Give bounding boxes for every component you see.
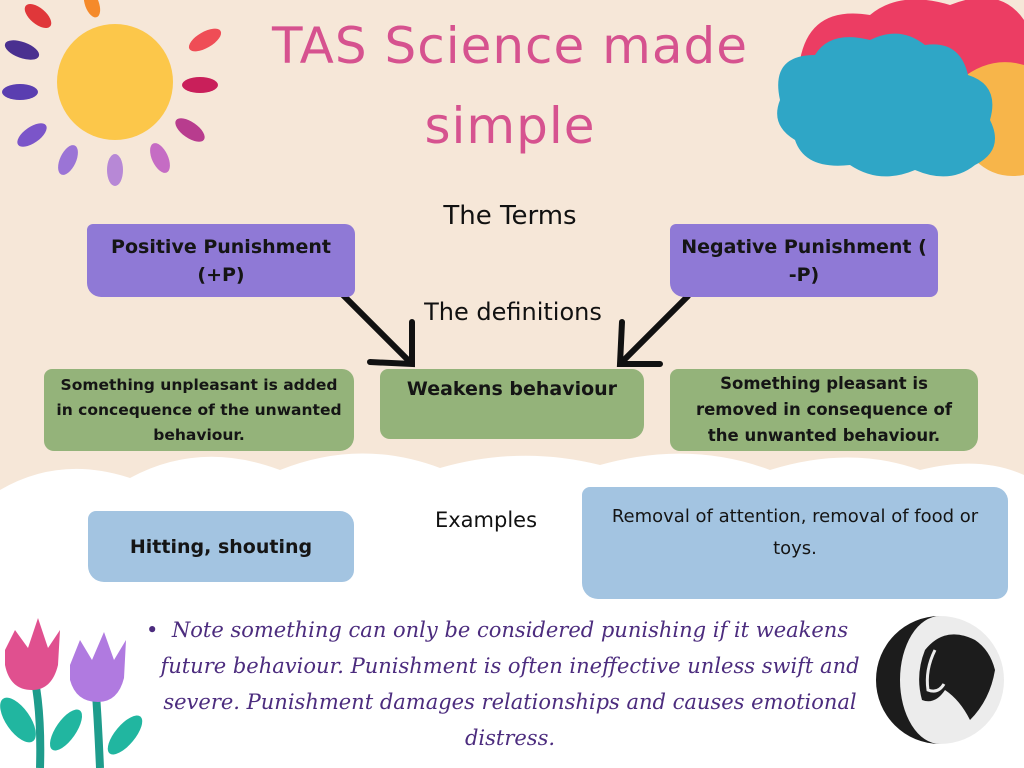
definition-text-negative: Something pleasant is removed in consequ… <box>695 374 953 445</box>
definition-text-center: Weakens behaviour <box>406 378 618 400</box>
note-bullet: • <box>146 618 159 642</box>
heading-terms: The Terms <box>443 201 577 231</box>
term-box-negative-punishment: Negative Punishment ( -P) <box>670 224 938 297</box>
heading-examples: Examples <box>434 508 538 532</box>
cloud-icon <box>777 0 1024 177</box>
note-paragraph: • Note something can only be considered … <box>146 612 860 756</box>
heading-definitions: The definitions <box>424 298 602 326</box>
definition-box-negative: Something pleasant is removed in consequ… <box>670 369 978 451</box>
definition-box-positive: Something unpleasant is added in concequ… <box>44 369 354 451</box>
term-box-positive-punishment: Positive Punishment (+P) <box>87 224 355 297</box>
definition-box-center: Weakens behaviour <box>380 369 644 439</box>
term-label-positive-punishment: Positive Punishment (+P) <box>111 235 331 286</box>
example-box-positive: Hitting, shouting <box>88 511 354 582</box>
example-box-negative: Removal of attention, removal of food or… <box>582 487 1008 599</box>
term-label-negative-punishment: Negative Punishment ( -P) <box>681 235 927 286</box>
note-text: Note something can only be considered pu… <box>160 618 860 750</box>
tulip-icon <box>0 618 143 768</box>
page-title-line-1: TAS Science made <box>271 17 749 75</box>
horse-logo-icon <box>876 616 1004 744</box>
arrow-icon <box>616 293 691 367</box>
page-title-line-2: simple <box>424 97 596 155</box>
arrow-icon <box>339 291 415 368</box>
sun-icon <box>2 0 222 186</box>
example-text-positive: Hitting, shouting <box>129 535 313 558</box>
definition-text-positive: Something unpleasant is added in concequ… <box>56 375 342 444</box>
page-title: TAS Science made simple <box>240 15 780 157</box>
example-text-negative: Removal of attention, removal of food or… <box>611 506 979 559</box>
